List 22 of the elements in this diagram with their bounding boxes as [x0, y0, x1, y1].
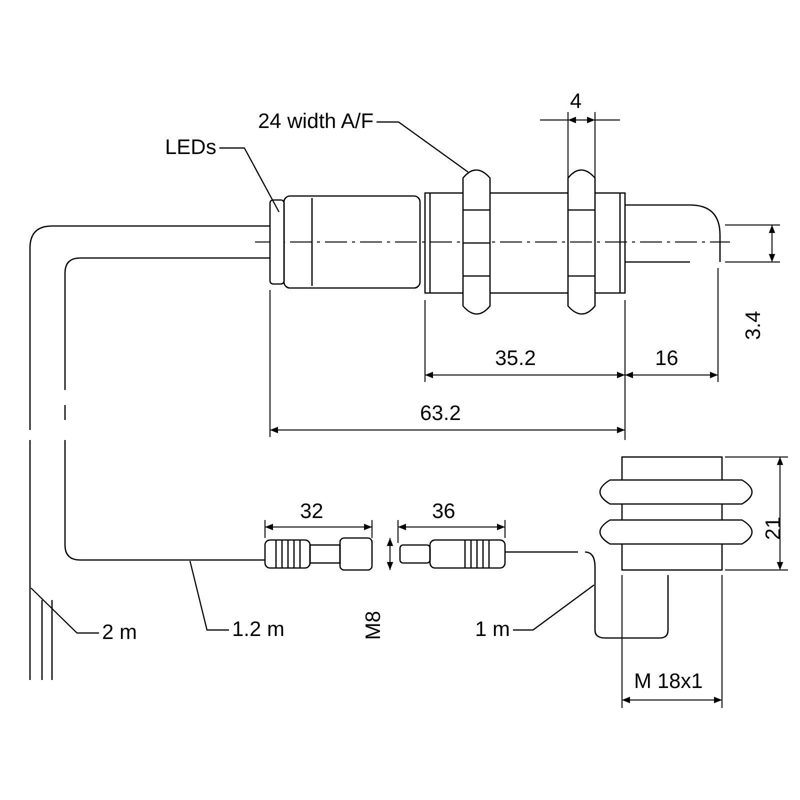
callout-label: LEDs — [165, 136, 216, 160]
callout-label: 24 width A/F — [258, 110, 374, 134]
dimension-label: 36 — [432, 500, 456, 524]
dimension-label: M 18x1 — [634, 670, 703, 694]
callout-label: 1 m — [475, 618, 510, 642]
cable — [64, 257, 271, 561]
leader-line — [219, 147, 280, 212]
dimension-label: 4 — [570, 90, 582, 114]
dimension-label: M8 — [362, 610, 386, 640]
callout-label: 1.2 m — [232, 618, 285, 642]
dimension-label: 35.2 — [495, 347, 536, 371]
leader-line — [189, 560, 229, 631]
leader-line — [513, 584, 594, 631]
dimension-label: 3.4 — [742, 310, 766, 340]
dimension-label: 16 — [655, 347, 678, 371]
leader-line — [30, 588, 99, 634]
callout-label: 2 m — [102, 621, 138, 645]
leader-line — [376, 121, 468, 172]
hex-nut — [462, 169, 491, 315]
dimension-label: 32 — [300, 500, 324, 524]
led-ring — [269, 199, 285, 285]
dimension-label: 63.2 — [420, 402, 461, 426]
